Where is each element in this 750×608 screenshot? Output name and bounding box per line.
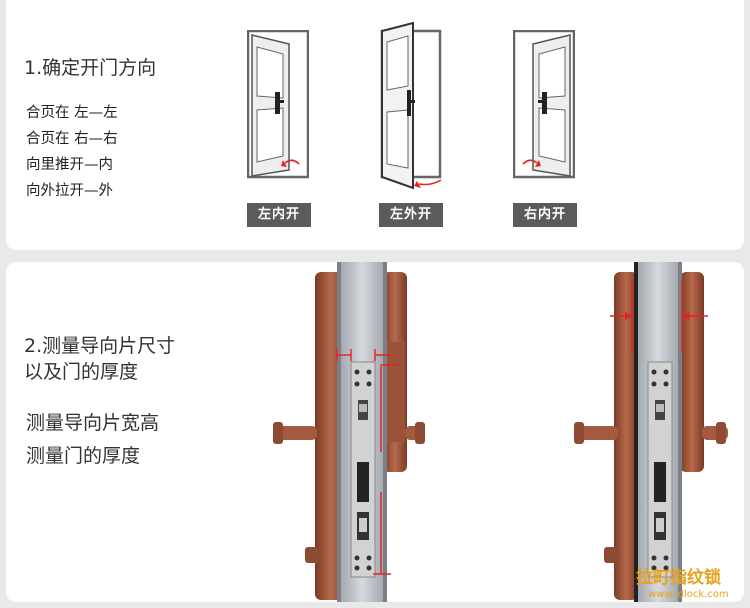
brand-watermark: 拉町指纹锁 [636,568,721,588]
door-label-left-outward: 左外开 [379,203,443,227]
door-label-left-inward: 左内开 [247,203,311,227]
rule-item: 向外拉开—外 [26,183,113,199]
door-label-right-inward: 右内开 [513,203,577,227]
instruction-item: 测量导向片宽高 [26,412,160,434]
instruction-item: 测量门的厚度 [26,445,141,467]
lock-guide-plate-measure-illustration [265,262,433,602]
door-right-inward-illustration [513,30,575,180]
step2-instructions: 测量导向片宽高 测量门的厚度 [26,407,159,473]
direction-rules: 合页在 左—左 合页在 右—右 向里推开—内 向外拉开—外 [26,100,118,204]
lock-door-thickness-measure-illustration [570,262,730,602]
rule-item: 向里推开—内 [26,157,113,173]
step2-title-line: 以及门的厚度 [24,361,139,383]
step2-title: 2.测量导向片尺寸 以及门的厚度 [24,333,175,385]
rule-item: 合页在 左—左 [26,105,118,121]
brand-watermark-url: www.ldlock.com [648,589,729,600]
door-left-inward-illustration [247,30,309,180]
door-left-outward-illustration [379,22,445,190]
step1-title: 1.确定开门方向 [24,57,157,79]
rule-item: 合页在 右—右 [26,131,118,147]
step2-title-line: 2.测量导向片尺寸 [24,335,176,357]
door-direction-panel [6,0,744,250]
